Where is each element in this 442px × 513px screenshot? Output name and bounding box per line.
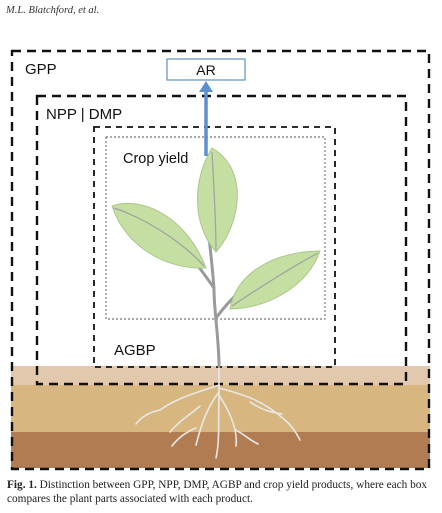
gpp-box <box>10 49 431 471</box>
soil-bottom-layer <box>11 432 430 468</box>
agbp-label: AGBP <box>114 342 156 359</box>
caption-text: Distinction between GPP, NPP, DMP, AGBP … <box>7 479 428 505</box>
ar-box <box>166 58 246 81</box>
top-leaf <box>196 147 238 253</box>
figure-caption: Fig. 1. Distinction between GPP, NPP, DM… <box>7 478 439 506</box>
gpp-label: GPP <box>25 61 57 78</box>
right-leaf <box>229 250 321 310</box>
caption-label: Fig. 1. <box>7 479 37 491</box>
plant-leaves <box>111 147 321 310</box>
agbp-box <box>93 126 336 368</box>
ar-label: AR <box>196 62 215 78</box>
npp-dmp-label: NPP | DMP <box>46 106 122 123</box>
soil-top-layer <box>11 366 430 385</box>
ar-arrow-head <box>199 81 213 92</box>
figure-diagram: AR GPP NPP | DMP Crop yield AGBP <box>10 49 431 471</box>
running-header: M.L. Blatchford, et al. <box>6 5 100 16</box>
npp-dmp-box <box>35 94 408 386</box>
plant-roots <box>135 365 301 459</box>
crop-yield-label: Crop yield <box>123 151 188 167</box>
crop-yield-box <box>105 136 326 320</box>
soil-middle-layer <box>11 385 430 432</box>
left-leaf <box>111 202 207 269</box>
